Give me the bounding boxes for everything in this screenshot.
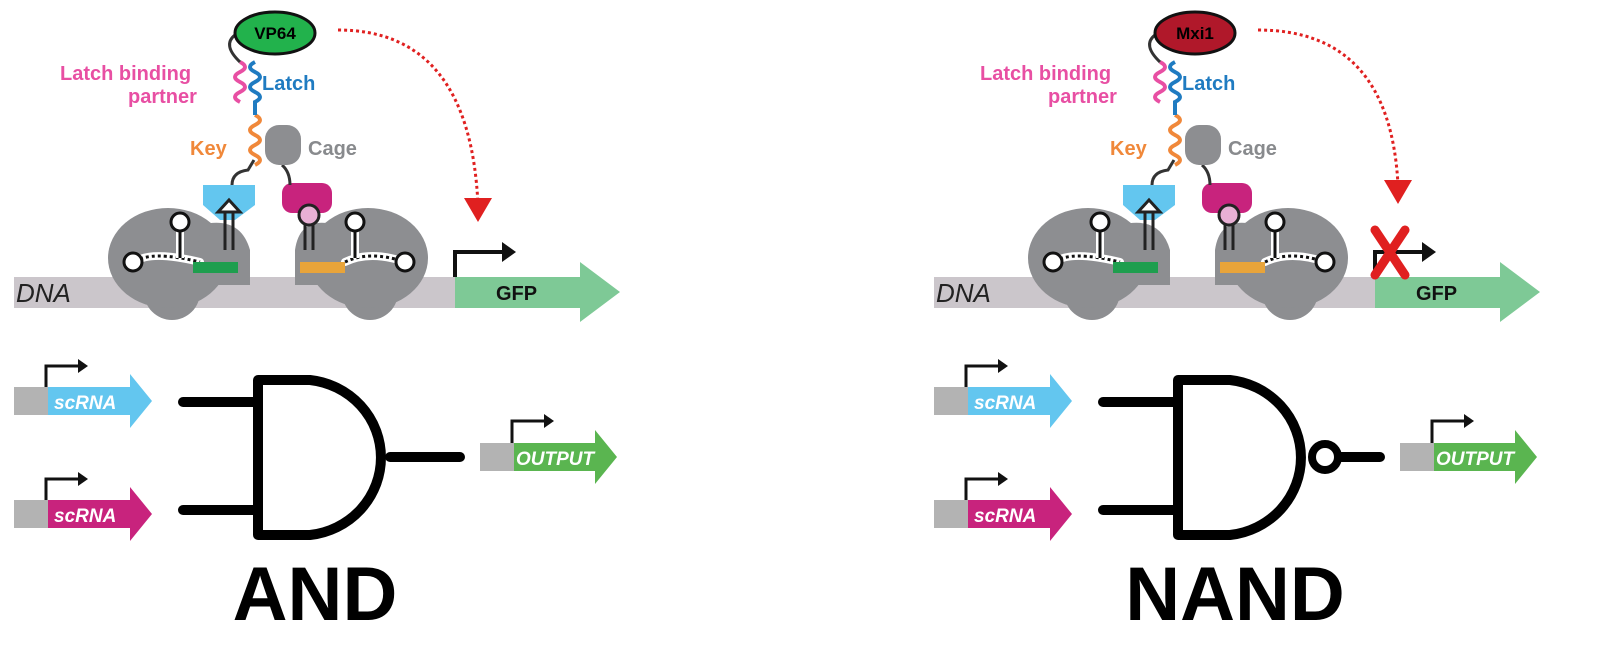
key-label: Key xyxy=(1110,138,1148,160)
input-scrna-1-label: scRNA xyxy=(54,393,116,414)
input-scrna-2: scRNA xyxy=(14,472,152,541)
latch-binding-partner-label-1: Latch binding xyxy=(980,63,1111,85)
rna-binding-blue xyxy=(203,185,255,250)
gfp-arrow xyxy=(455,262,620,322)
cage-domain xyxy=(265,125,301,165)
gfp-label: GFP xyxy=(496,283,537,305)
panel-nand: DNA GFP xyxy=(934,10,1540,637)
rna-binding-magenta xyxy=(1202,183,1252,250)
latch-helix xyxy=(1168,60,1182,115)
input-scrna-1: scRNA xyxy=(14,359,152,428)
input-scrna-2-label: scRNA xyxy=(974,506,1036,527)
gfp-label: GFP xyxy=(1416,283,1457,305)
cage-label: Cage xyxy=(1228,138,1277,160)
dna-label: DNA xyxy=(936,278,991,308)
promoter-arrow-icon xyxy=(453,250,505,277)
output-reporter: OUTPUT xyxy=(480,414,617,484)
input-scrna-1: scRNA xyxy=(934,359,1072,428)
gate-label: AND xyxy=(233,552,398,637)
dcas9-complex-left xyxy=(108,208,250,320)
gate-label: NAND xyxy=(1125,552,1345,637)
input-scrna-2-label: scRNA xyxy=(54,506,116,527)
latch-label: Latch xyxy=(262,73,315,95)
rna-binding-blue xyxy=(1123,185,1175,250)
repression-arrow xyxy=(1257,28,1400,186)
latch-binding-partner-helix xyxy=(1153,60,1167,104)
latch-binding-partner-helix xyxy=(233,60,247,104)
latch-binding-partner-label-1: Latch binding xyxy=(60,63,191,85)
input-scrna-1-label: scRNA xyxy=(974,393,1036,414)
key-helix xyxy=(1168,113,1182,167)
panel-and: DNA GFP xyxy=(14,10,620,637)
and-gate-icon xyxy=(178,375,465,540)
effector-domain xyxy=(233,10,317,56)
output-label: OUTPUT xyxy=(516,449,596,470)
latch-binding-partner-label-2: partner xyxy=(1048,86,1117,108)
latch-binding-partner-label-2: partner xyxy=(128,86,197,108)
input-scrna-2: scRNA xyxy=(934,472,1072,541)
latch-helix xyxy=(248,60,262,115)
nand-gate-icon xyxy=(1098,375,1385,540)
key-helix xyxy=(248,113,262,167)
gfp-arrow xyxy=(1375,262,1540,322)
activation-arrow xyxy=(337,28,480,206)
effector-label: VP64 xyxy=(254,24,296,43)
dcas9-complex-right xyxy=(1215,208,1348,320)
key-label: Key xyxy=(190,138,228,160)
rna-binding-magenta xyxy=(282,183,332,250)
dcas9-complex-left xyxy=(1028,208,1170,320)
output-label: OUTPUT xyxy=(1436,449,1516,470)
effector-domain xyxy=(1153,10,1237,56)
cage-label: Cage xyxy=(308,138,357,160)
latch-label: Latch xyxy=(1182,73,1235,95)
repression-x-icon xyxy=(1370,225,1410,280)
dna-label: DNA xyxy=(16,278,71,308)
dcas9-complex-right xyxy=(295,208,428,320)
cage-domain xyxy=(1185,125,1221,165)
effector-label: Mxi1 xyxy=(1176,24,1214,43)
output-reporter: OUTPUT xyxy=(1400,414,1537,484)
